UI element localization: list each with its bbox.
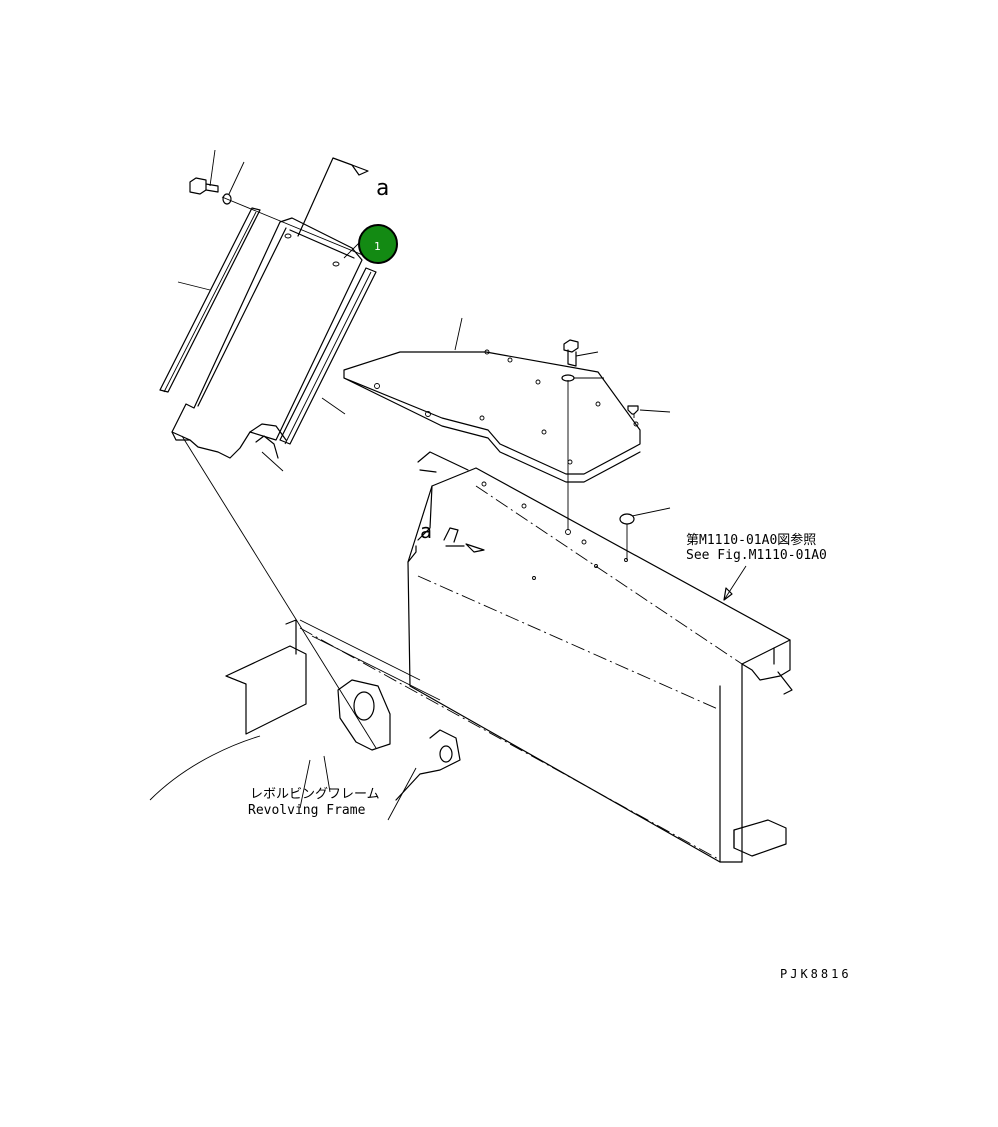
reference-note-en: See Fig.M1110-01A0	[686, 548, 827, 563]
revolving-frame	[149, 619, 721, 861]
view-arrow-housing	[443, 527, 485, 553]
view-letter-housing: a	[420, 519, 432, 543]
frame-label-jp: レボルビングフレーム	[250, 787, 380, 802]
callout-1[interactable]: 1	[343, 224, 398, 264]
bolt-axis-line	[221, 196, 371, 259]
cover-plate	[171, 217, 363, 472]
callout-circle[interactable]	[358, 224, 398, 264]
leader-to-frame	[181, 435, 377, 749]
right-seal-strip	[279, 267, 377, 445]
view-arrow-top	[297, 157, 369, 237]
washer-part	[222, 161, 245, 205]
callout-number: 1	[374, 240, 381, 253]
view-letter-top: a	[376, 176, 389, 201]
right-bolt-part	[563, 339, 599, 367]
drawing-code: PJK8816	[780, 967, 852, 981]
reference-note-jp: 第M1110-01A0図参照	[686, 532, 816, 548]
left-seal-strip	[159, 207, 261, 393]
housing	[407, 451, 793, 863]
top-plate	[343, 317, 641, 483]
bolt-part	[189, 149, 219, 195]
reference-leader	[723, 565, 747, 601]
plug-part	[619, 507, 671, 560]
grommet-part	[627, 405, 671, 418]
frame-label-en: Revolving Frame	[248, 803, 366, 818]
